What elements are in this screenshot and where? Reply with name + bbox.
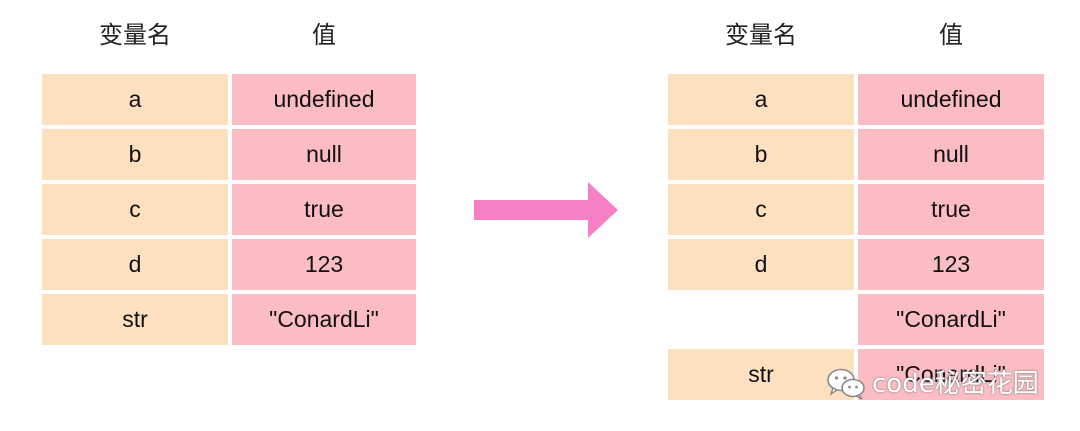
watermark-text: code秘密花园 bbox=[872, 369, 1039, 399]
left-row-str-name: str bbox=[42, 294, 228, 345]
watermark: code秘密花园 bbox=[826, 364, 1056, 404]
left-row-c-name: c bbox=[42, 184, 228, 235]
right-arrow-icon bbox=[474, 182, 618, 238]
right-row-d-value: 123 bbox=[858, 239, 1044, 290]
left-row-d-value: 123 bbox=[232, 239, 416, 290]
arrow-shape bbox=[474, 182, 618, 238]
right-row-d-name: d bbox=[668, 239, 854, 290]
right-header-value: 值 bbox=[939, 21, 963, 49]
left-row-b-value: null bbox=[232, 129, 416, 180]
left-row-str-value: "ConardLi" bbox=[232, 294, 416, 345]
right-header-name: 变量名 bbox=[725, 21, 797, 49]
left-row-d-name: d bbox=[42, 239, 228, 290]
right-row-b-name: b bbox=[668, 129, 854, 180]
left-header-name: 变量名 bbox=[99, 21, 171, 49]
left-header-value: 值 bbox=[312, 21, 336, 49]
right-row-str-name: str bbox=[668, 349, 854, 400]
right-row-c-value: true bbox=[858, 184, 1044, 235]
wechat-icon bbox=[827, 368, 865, 400]
right-row-orphan-value: "ConardLi" bbox=[858, 294, 1044, 345]
right-row-c-name: c bbox=[668, 184, 854, 235]
left-row-b-name: b bbox=[42, 129, 228, 180]
right-row-str-value: "ConardLi" bbox=[858, 349, 1044, 400]
right-row-a-value: undefined bbox=[858, 74, 1044, 125]
left-row-c-value: true bbox=[232, 184, 416, 235]
right-row-b-value: null bbox=[858, 129, 1044, 180]
right-row-a-name: a bbox=[668, 74, 854, 125]
left-row-a-value: undefined bbox=[232, 74, 416, 125]
left-row-a-name: a bbox=[42, 74, 228, 125]
